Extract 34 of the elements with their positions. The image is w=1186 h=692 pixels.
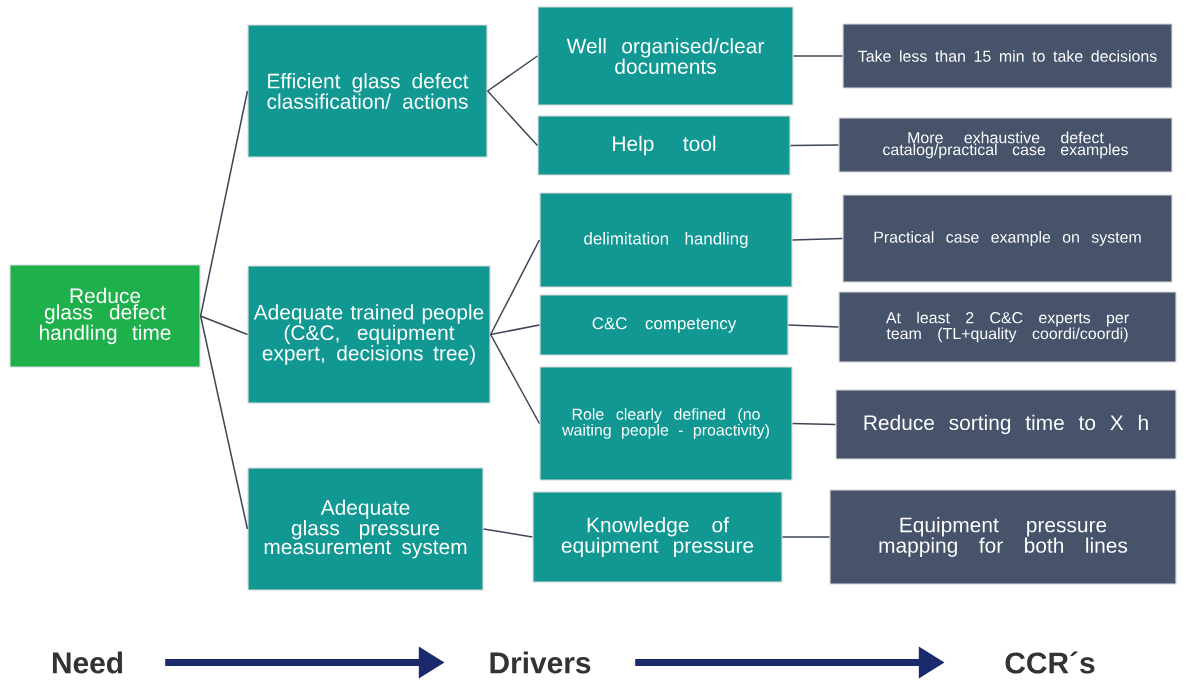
driver-box: C&C competency	[539, 294, 789, 356]
driver-box: Adequate trained people (C&C, equipment expert, decisions tree)	[247, 265, 491, 404]
connector-line	[791, 237, 844, 241]
connector-line	[486, 55, 539, 92]
requirement-box: At least 2 C&C experts per team (TL+quality coordi/coordi)	[838, 291, 1177, 363]
connector-line	[489, 239, 541, 336]
driver-box: Role clearly defined (no waiting people - proactivity)	[539, 366, 793, 481]
requirement-box: Practical case example on system	[842, 194, 1173, 283]
driver-box: delimitation handling	[539, 192, 793, 288]
driver-box: Knowledge of equipment pressure	[532, 491, 783, 583]
requirement-box: More exhaustive defect catalog/practical case examples	[838, 117, 1173, 173]
connector-line	[781, 536, 831, 538]
connector-line	[787, 324, 840, 328]
driver-box: Adequate glass pressure measurement system	[247, 467, 484, 591]
connector-line	[482, 528, 534, 538]
driver-box: Well organised/clear documents	[537, 6, 794, 106]
connector-line	[489, 324, 541, 336]
connector-line	[486, 90, 539, 147]
requirement-box: Equipment pressure mapping for both lines	[829, 489, 1177, 585]
requirement-box: Take less than 15 min to take decisions	[842, 23, 1173, 89]
stage-label: Drivers	[490, 651, 591, 674]
connector-line	[199, 315, 249, 530]
connector-line	[792, 55, 844, 57]
connector-line	[199, 315, 249, 336]
need-box: Reduce glass defect handling time	[9, 264, 201, 368]
stage-label: Need	[52, 651, 123, 674]
connector-line	[789, 144, 840, 147]
requirement-box: Reduce sorting time to X h	[835, 389, 1177, 460]
driver-box: Help tool	[537, 115, 791, 176]
connector-line	[199, 90, 249, 317]
connector-line	[791, 422, 837, 426]
connector-line	[489, 333, 541, 425]
driver-box: Efficient glass defect classification/ actions	[247, 24, 488, 158]
stage-label: CCR´s	[1005, 651, 1095, 674]
